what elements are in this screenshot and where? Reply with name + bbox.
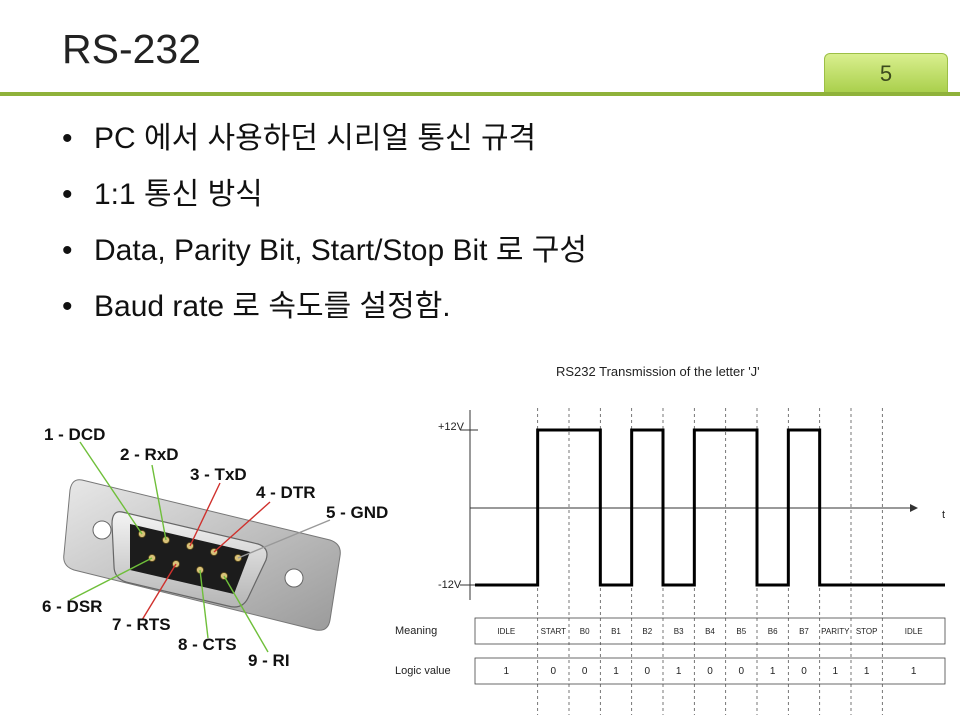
- logic-frame: [474, 657, 946, 685]
- screw-hole-right: [284, 568, 304, 588]
- signal-waveform: [475, 428, 945, 587]
- time-axis-label: t: [942, 509, 945, 521]
- logic-cell: 1: [613, 666, 619, 677]
- logic-cell: 0: [801, 666, 807, 677]
- meaning-cell: B1: [611, 627, 621, 636]
- meaning-cell: B0: [580, 627, 590, 636]
- meaning-row: IDLE START B0 B1 B2 B3 B4 B5 B6 B7 PARITY STOP IDLE: [474, 617, 946, 645]
- bullet-text: PC 에서 사용하던 시리얼 통신 규격: [94, 122, 537, 155]
- meaning-cell: B7: [799, 627, 809, 636]
- page-number-tab: 5: [824, 53, 948, 93]
- db9-connector-diagram: 1 - DCD 2 - RxD 3 - TxD 4 - DTR 5 - GND …: [42, 425, 388, 670]
- pin-label-5: 5 - GND: [326, 503, 388, 522]
- meaning-cell: STOP: [856, 627, 878, 636]
- logic-cell: 1: [676, 666, 682, 677]
- meaning-cell: B5: [736, 627, 746, 636]
- pin-label-8: 8 - CTS: [178, 635, 237, 654]
- bullet-text: Baud rate 로 속도를 설정함.: [94, 290, 451, 323]
- bullet-item: • Data, Parity Bit, Start/Stop Bit 로 구성: [62, 228, 587, 284]
- bullet-dot: •: [62, 122, 73, 155]
- logic-cell: 0: [707, 666, 713, 677]
- logic-cell: 0: [645, 666, 651, 677]
- bullet-text: 1:1 통신 방식: [94, 178, 263, 211]
- logic-cell: 1: [911, 666, 917, 677]
- pin-insert: [130, 524, 250, 594]
- pin-label-6: 6 - DSR: [42, 597, 102, 616]
- bullet-dot: •: [62, 234, 73, 267]
- bullet-dot: •: [62, 290, 73, 323]
- meaning-cell: B3: [674, 627, 684, 636]
- y-label-low: -12V: [438, 579, 462, 591]
- meaning-frame: [474, 617, 946, 645]
- logic-cell: 0: [739, 666, 745, 677]
- logic-cell: 1: [864, 666, 870, 677]
- pin-label-2: 2 - RxD: [120, 445, 179, 464]
- meaning-cell: B4: [705, 627, 715, 636]
- meaning-cell: B2: [642, 627, 652, 636]
- logic-cell: 0: [551, 666, 557, 677]
- logic-cell: 1: [504, 666, 510, 677]
- pin-label-7: 7 - RTS: [112, 615, 171, 634]
- pin-leader-lines: [69, 441, 331, 653]
- logic-cell: 1: [833, 666, 839, 677]
- meaning-cell: START: [541, 627, 567, 636]
- rs232-timing-diagram: RS232 Transmission of the letter 'J' +12…: [395, 364, 946, 715]
- logic-row-label: Logic value: [395, 665, 451, 677]
- meaning-cell: IDLE: [497, 627, 515, 636]
- screw-hole-left: [92, 520, 112, 540]
- pin-label-3: 3 - TxD: [190, 465, 247, 484]
- bullet-item: • Baud rate 로 속도를 설정함.: [62, 284, 587, 340]
- bullet-item: • 1:1 통신 방식: [62, 172, 587, 228]
- meaning-row-label: Meaning: [395, 625, 437, 637]
- meaning-cell: PARITY: [821, 627, 850, 636]
- pin-label-4: 4 - DTR: [256, 483, 316, 502]
- meaning-cell: IDLE: [905, 627, 923, 636]
- bullet-text: Data, Parity Bit, Start/Stop Bit 로 구성: [94, 234, 587, 267]
- logic-cell: 0: [582, 666, 588, 677]
- title-divider: [0, 92, 960, 96]
- pin-label-9: 9 - RI: [248, 651, 290, 670]
- logic-row: 1 0 0 1 0 1 0 0 1 0 1 1 1: [474, 657, 946, 685]
- bullet-item: • PC 에서 사용하던 시리얼 통신 규격: [62, 116, 587, 172]
- pin-label-1: 1 - DCD: [44, 425, 105, 444]
- bullet-list: • PC 에서 사용하던 시리얼 통신 규격 • 1:1 통신 방식 • Data, …: [62, 116, 587, 340]
- bullet-dot: •: [62, 178, 73, 211]
- time-axis-arrow: [910, 504, 918, 512]
- timing-title: RS232 Transmission of the letter 'J': [556, 364, 760, 379]
- y-label-high: +12V: [438, 421, 465, 433]
- logic-cell: 1: [770, 666, 776, 677]
- meaning-cell: B6: [768, 627, 778, 636]
- slide-title: RS-232: [62, 26, 202, 72]
